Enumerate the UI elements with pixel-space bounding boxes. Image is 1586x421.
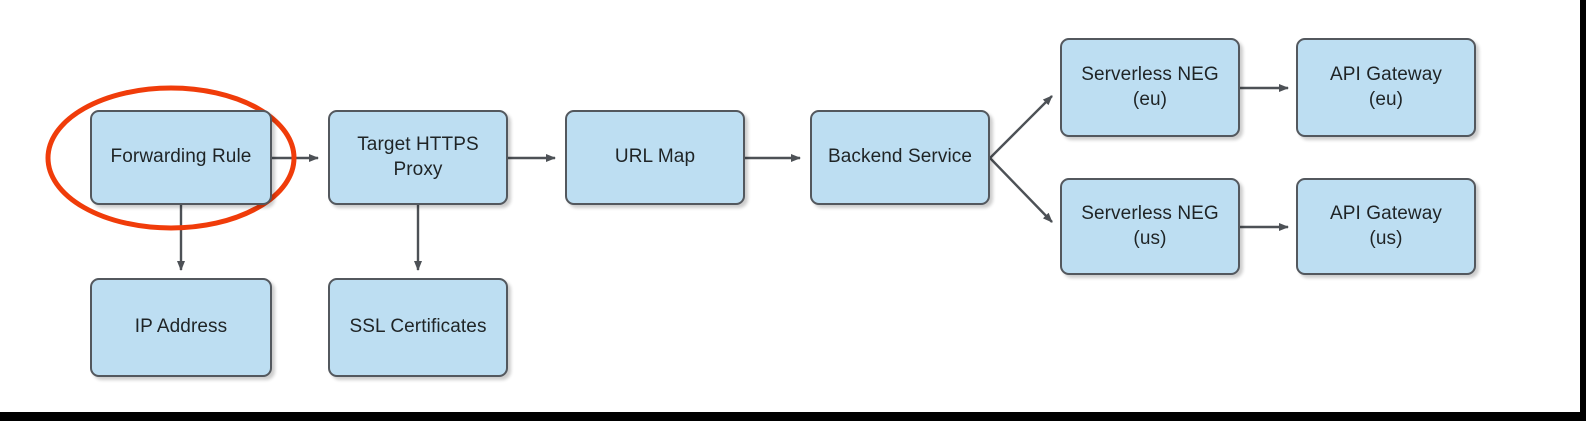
node-label: Serverless NEG (eu) — [1081, 64, 1219, 110]
node-serverless-neg-us[interactable]: Serverless NEG (us) — [1060, 178, 1240, 275]
node-label: Forwarding Rule — [110, 146, 252, 168]
node-label: URL Map — [614, 146, 696, 168]
edge-backend-service-to-serverless-neg-eu — [989, 95, 1053, 159]
node-label: Target HTTPS Proxy — [357, 134, 479, 180]
node-ip-address[interactable]: IP Address — [90, 278, 272, 377]
highlight-ellipse-annotation — [45, 85, 297, 231]
node-label: IP Address — [134, 316, 228, 338]
node-api-gateway-eu[interactable]: API Gateway (eu) — [1296, 38, 1476, 137]
node-serverless-neg-eu[interactable]: Serverless NEG (eu) — [1060, 38, 1240, 137]
frame-right-edge — [1580, 0, 1586, 421]
node-target-https-proxy[interactable]: Target HTTPS Proxy — [328, 110, 508, 205]
node-forwarding-rule[interactable]: Forwarding Rule — [90, 110, 272, 205]
frame-bottom-edge — [0, 412, 1586, 421]
node-label: Serverless NEG (us) — [1081, 203, 1219, 249]
node-ssl-certificates[interactable]: SSL Certificates — [328, 278, 508, 377]
node-url-map[interactable]: URL Map — [565, 110, 745, 205]
node-api-gateway-us[interactable]: API Gateway (us) — [1296, 178, 1476, 275]
edge-backend-service-to-serverless-neg-us — [989, 157, 1053, 223]
node-label: SSL Certificates — [349, 316, 487, 338]
node-backend-service[interactable]: Backend Service — [810, 110, 990, 205]
node-label: API Gateway (eu) — [1330, 64, 1442, 110]
node-label: API Gateway (us) — [1330, 203, 1442, 249]
node-label: Backend Service — [827, 146, 973, 168]
